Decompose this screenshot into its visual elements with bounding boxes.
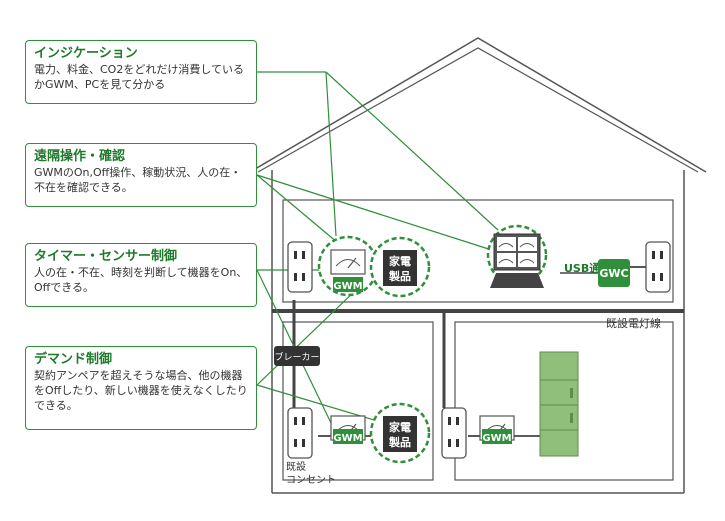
- gwm-label-lower-right: GWM: [482, 433, 511, 444]
- appliance-label-upper-1: 家電: [389, 254, 411, 268]
- appliance-label-lower-2: 製品: [388, 435, 411, 449]
- gwm-tag-upper: [333, 277, 363, 292]
- callout-timer-sensor-title: タイマー・センサー制御: [34, 249, 178, 264]
- callout-timer-sensor: タイマー・センサー制御 人の在・不在、時刻を判断して機器をOn、Offできる。: [25, 243, 257, 307]
- appliance-label-upper-2: 製品: [388, 269, 411, 283]
- callout-remote-control: 遠隔操作・確認 GWMのOn,Off操作、稼動状況、人の在・不在を確認できる。: [25, 143, 257, 207]
- lighting-wire-label: 既設電灯線: [606, 316, 661, 330]
- existing-outlet-label-1: 既設: [286, 460, 306, 473]
- outlet-upper-right: [645, 241, 671, 293]
- breaker-box: [274, 346, 320, 366]
- callout-demand-control-text: 契約アンペアを超えそうな場合、他の機器をOffしたり、新しい機器を使えなくしたり…: [34, 369, 248, 412]
- callout-timer-sensor-text: 人の在・不在、時刻を判断して機器をOn、Offできる。: [34, 266, 248, 294]
- outlet-upper-left: [287, 241, 313, 293]
- callout-demand-control-title: デマンド制御: [34, 352, 113, 367]
- callout-remote-control-title: 遠隔操作・確認: [34, 149, 126, 164]
- house-outline: [249, 37, 707, 494]
- gwm-label-lower-left: GWM: [333, 433, 362, 444]
- gwm-label-upper: GWM: [333, 281, 362, 292]
- existing-outlet-label-2: コンセント: [286, 474, 336, 486]
- gwm-tag-lower-left: [333, 429, 363, 444]
- appliance-label-lower-1: 家電: [389, 420, 411, 434]
- gwm-tag-lower-right: [482, 429, 512, 444]
- callout-indication-text: 電力、料金、CO2をどれだけ消費しているかGWM、PCを見て分かる: [34, 63, 245, 91]
- outlet-lower-right: [441, 407, 467, 459]
- appliance-box-lower: [383, 416, 417, 452]
- gwc-box: [598, 259, 630, 287]
- pc-monitor-icon: [490, 233, 544, 288]
- gwm-meter-upper: [330, 249, 366, 275]
- refrigerator-icon: [539, 351, 579, 457]
- callout-indication: インジケーション 電力、料金、CO2をどれだけ消費しているかGWM、PCを見て分…: [25, 40, 257, 104]
- gwc-label: GWC: [599, 267, 628, 280]
- callout-remote-control-text: GWMのOn,Off操作、稼動状況、人の在・不在を確認できる。: [34, 166, 242, 194]
- appliance-box-upper: [383, 250, 417, 286]
- callout-indication-title: インジケーション: [34, 46, 138, 61]
- breaker-label: ブレーカー: [274, 351, 319, 363]
- callout-demand-control: デマンド制御 契約アンペアを超えそうな場合、他の機器をOffしたり、新しい機器を…: [25, 346, 257, 430]
- outlet-lower-left: [287, 407, 313, 459]
